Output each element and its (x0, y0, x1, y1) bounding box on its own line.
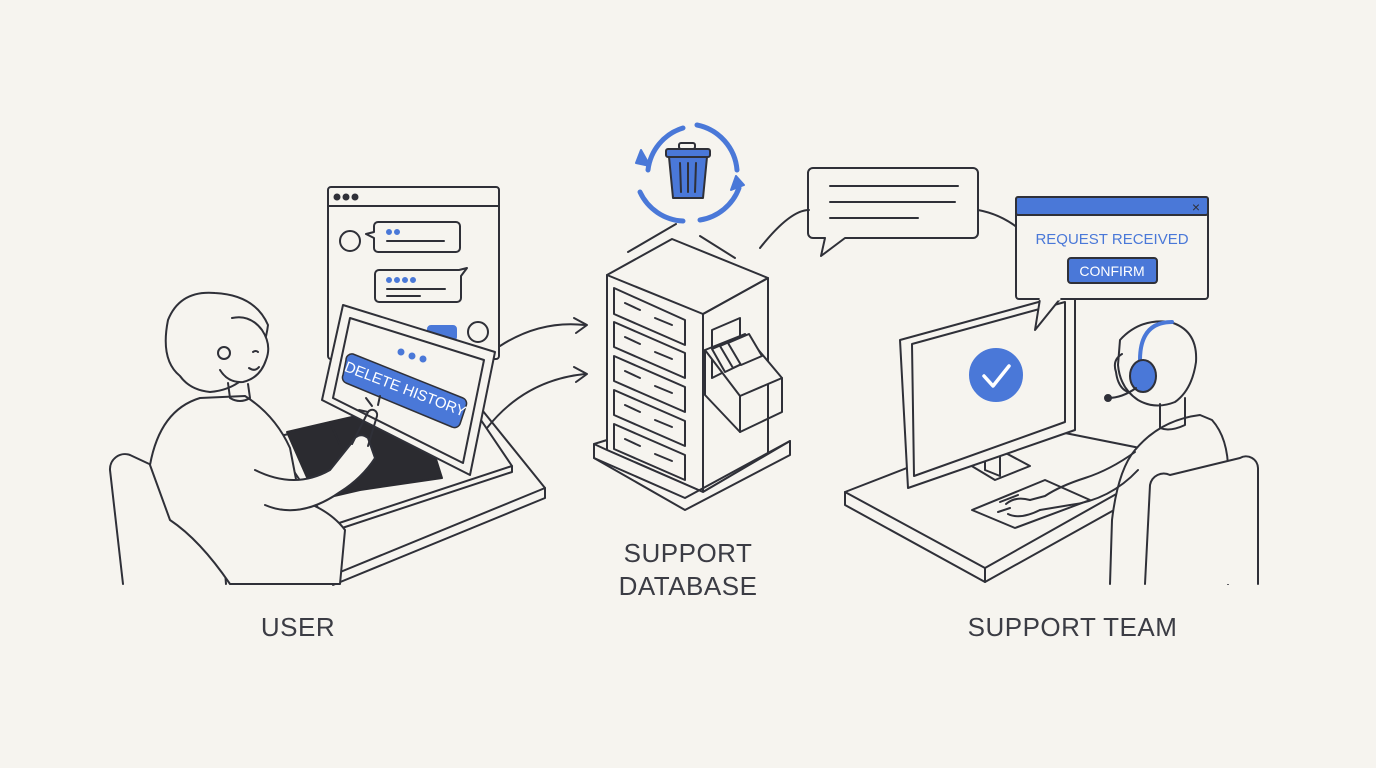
checkmark-icon (969, 348, 1023, 402)
file-drawer (704, 317, 783, 433)
dialog-message: REQUEST RECEIVED (1035, 231, 1188, 248)
user-scene: DELETE HISTORY (108, 186, 588, 586)
confirm-label: CONFIRM (1079, 263, 1144, 279)
chat-bubble-incoming (365, 221, 461, 253)
arrow-to-database-upper (499, 323, 586, 347)
dialog-titlebar (1015, 196, 1209, 216)
trash-recycle-icon (635, 122, 745, 224)
database-label-line2: DATABASE (618, 571, 758, 601)
request-dialog: × REQUEST RECEIVED CONFIRM (1015, 196, 1209, 331)
chat-avatar-right (467, 321, 489, 343)
user-label: USER (260, 612, 336, 642)
server-tower (593, 238, 791, 511)
database-scene (593, 122, 791, 511)
support-team-scene: × REQUEST RECEIVED CONFIRM (759, 167, 1259, 585)
agent-chair (1144, 455, 1259, 585)
confirm-button[interactable]: CONFIRM (1067, 257, 1158, 284)
headset-icon (1104, 320, 1174, 402)
database-label-line1: SUPPORT (623, 538, 753, 568)
support-agent (997, 320, 1259, 585)
chat-avatar-left (339, 230, 361, 252)
speech-bubble (759, 167, 1019, 257)
monitor (899, 291, 1091, 529)
close-icon[interactable]: × (1192, 199, 1200, 215)
server-drive-bays (613, 287, 686, 481)
support-team-label: SUPPORT TEAM (967, 612, 1178, 642)
database-label: SUPPORT DATABASE (588, 537, 788, 603)
arrow-to-database-lower (486, 373, 586, 429)
chat-bubble-outgoing (374, 267, 468, 303)
user-person (108, 291, 379, 585)
